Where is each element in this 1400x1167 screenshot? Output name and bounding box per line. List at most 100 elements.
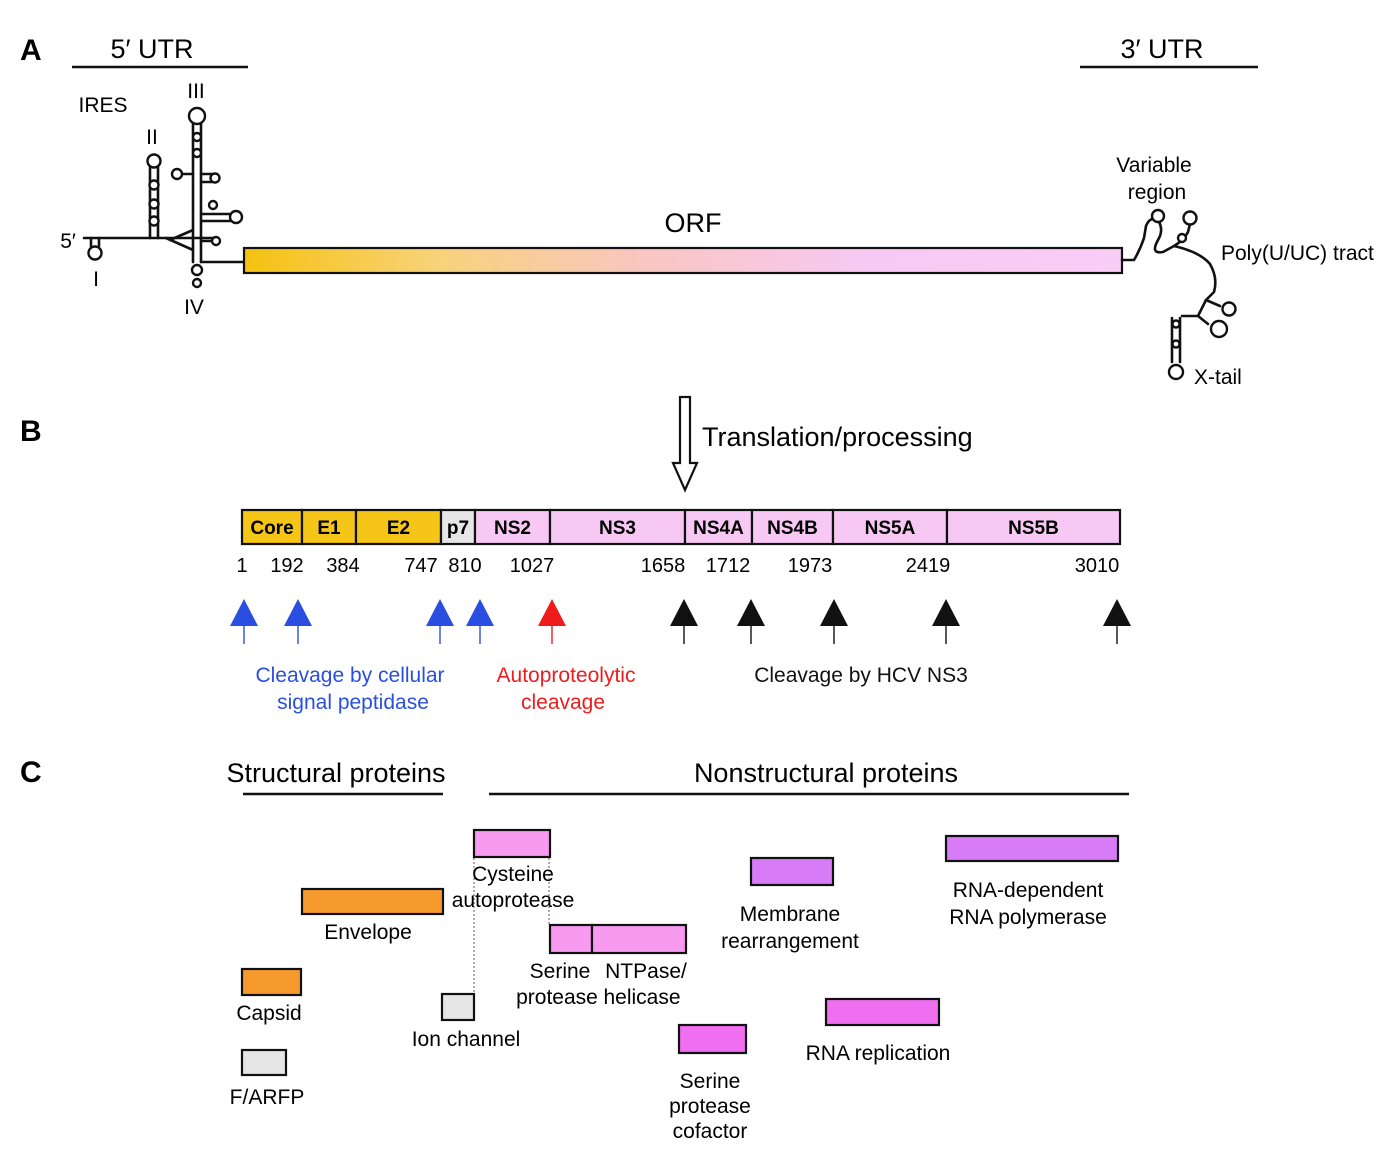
cofactor-label-line2: protease [669, 1095, 751, 1118]
segment-label-p7: p7 [447, 518, 469, 539]
position-label-747: 747 [404, 555, 437, 577]
domain-iii-label: III [187, 80, 205, 103]
panel-label-a: A [20, 34, 42, 67]
signal-peptidase-label-line1: Cleavage by cellular [255, 664, 444, 687]
capsid-label: Capsid [236, 1002, 301, 1025]
panel-label-b: B [20, 415, 42, 448]
cleavage-arrow-10 [1103, 599, 1131, 626]
orf-label: ORF [665, 208, 722, 238]
translation-label: Translation/processing [702, 422, 973, 452]
ires-structure [82, 106, 246, 289]
domain-i-label: I [93, 268, 99, 291]
segment-ns4a [683, 508, 754, 546]
autoproteolytic-label-line1: Autoproteolytic [497, 664, 636, 687]
polyprotein-positions: 1 192 384 747 810 1027 1658 1712 1973 2419 3010 [236, 555, 1119, 577]
segment-label-ns5b: NS5B [1008, 518, 1059, 539]
poly-tract-label: Poly(U/UC) tract [1221, 242, 1374, 265]
domain-iv-label: IV [184, 296, 204, 319]
membrane-label-line2: rearrangement [721, 930, 859, 953]
x-tail-label: X-tail [1194, 366, 1242, 389]
ntpase-label-line1: NTPase/ [605, 960, 687, 983]
function-boxes [240, 828, 1120, 1077]
position-label-1658: 1658 [641, 555, 686, 577]
cleavage-arrow-1 [230, 599, 258, 626]
box-ntpase [590, 923, 688, 955]
farfp-label: F/ARFP [230, 1086, 305, 1109]
nonstructural-proteins-header: Nonstructural proteins [694, 758, 958, 788]
segment-label-ns3: NS3 [599, 518, 636, 539]
position-label-2419: 2419 [906, 555, 951, 577]
segment-label-ns5a: NS5A [865, 518, 916, 539]
variable-region-line1: Variable [1116, 154, 1192, 177]
box-capsid [240, 967, 303, 997]
position-label-810: 810 [448, 555, 481, 577]
segment-label-ns4b: NS4B [767, 518, 818, 539]
ns3-cleavage-label: Cleavage by HCV NS3 [754, 664, 968, 687]
polyprotein-bar: Core E1 E2 p7 NS2 NS3 NS4A NS4B NS5A NS5B [240, 508, 1122, 546]
box-polymerase [944, 834, 1120, 863]
ires-label: IRES [78, 94, 127, 117]
orf-bar [242, 246, 1124, 275]
segment-ns5b [945, 508, 1122, 546]
cleavage-arrow-3 [426, 599, 454, 626]
polymerase-label-line2: RNA polymerase [949, 906, 1107, 929]
segment-ns4b [750, 508, 835, 546]
five-prime-label: 5′ [60, 230, 76, 253]
segment-label-ns4a: NS4A [693, 518, 744, 539]
position-label-1973: 1973 [788, 555, 833, 577]
segment-label-e1: E1 [317, 518, 341, 539]
membrane-label-line1: Membrane [740, 903, 840, 926]
cleavage-arrow-5 [538, 599, 566, 626]
serine-protease-label-line2: protease [516, 986, 598, 1009]
cleavage-arrow-8 [820, 599, 848, 626]
translation-arrow [671, 395, 699, 493]
box-serine-protease [548, 923, 594, 955]
box-membrane [749, 856, 835, 887]
cofactor-label-line3: cofactor [673, 1120, 748, 1143]
cleavage-arrow-7 [737, 599, 765, 626]
segment-ns3 [548, 508, 687, 546]
ntpase-label-line2: helicase [603, 986, 680, 1009]
domain-i-loop [87, 245, 103, 261]
segment-e2 [354, 508, 443, 546]
segment-ns5a [831, 508, 949, 546]
cleavage-arrow-2 [284, 599, 312, 626]
envelope-label: Envelope [324, 921, 412, 944]
panel-label-c: C [20, 756, 42, 789]
box-rna-replication [824, 997, 941, 1027]
segment-label-ns2: NS2 [494, 518, 531, 539]
variable-region-line2: region [1128, 181, 1186, 204]
segment-p7 [439, 508, 477, 546]
box-cysteine [472, 828, 552, 859]
box-envelope [300, 887, 445, 916]
utr5-label: 5′ UTR [110, 34, 193, 64]
rna-replication-label: RNA replication [806, 1042, 951, 1065]
cysteine-label-line2: autoprotease [452, 889, 575, 912]
box-ion-channel [440, 992, 476, 1022]
position-label-1027: 1027 [510, 555, 555, 577]
cysteine-label-line1: Cysteine [472, 863, 554, 886]
position-label-192: 192 [270, 555, 303, 577]
cleavage-arrow-4 [466, 599, 494, 626]
box-cofactor [677, 1023, 748, 1055]
cleavage-arrow-6 [670, 599, 698, 626]
cleavage-arrow-9 [932, 599, 960, 626]
autoproteolytic-label-line2: cleavage [521, 691, 605, 714]
segment-label-e2: E2 [387, 518, 410, 539]
structural-proteins-header: Structural proteins [226, 758, 445, 788]
polymerase-label-line1: RNA-dependent [953, 879, 1104, 902]
domain-ii-label: II [146, 126, 158, 149]
cleavage-arrows [230, 599, 1131, 644]
position-label-1712: 1712 [706, 555, 751, 577]
utr3-structure [1120, 208, 1237, 381]
ion-channel-label: Ion channel [412, 1028, 521, 1051]
segment-label-core: Core [250, 518, 293, 539]
position-label-3010: 3010 [1075, 555, 1120, 577]
signal-peptidase-label-line2: signal peptidase [277, 691, 429, 714]
position-label-384: 384 [326, 555, 359, 577]
utr3-label: 3′ UTR [1120, 34, 1203, 64]
position-label-1: 1 [236, 555, 247, 577]
box-farfp [240, 1048, 288, 1077]
cofactor-label-line1: Serine [680, 1070, 741, 1093]
